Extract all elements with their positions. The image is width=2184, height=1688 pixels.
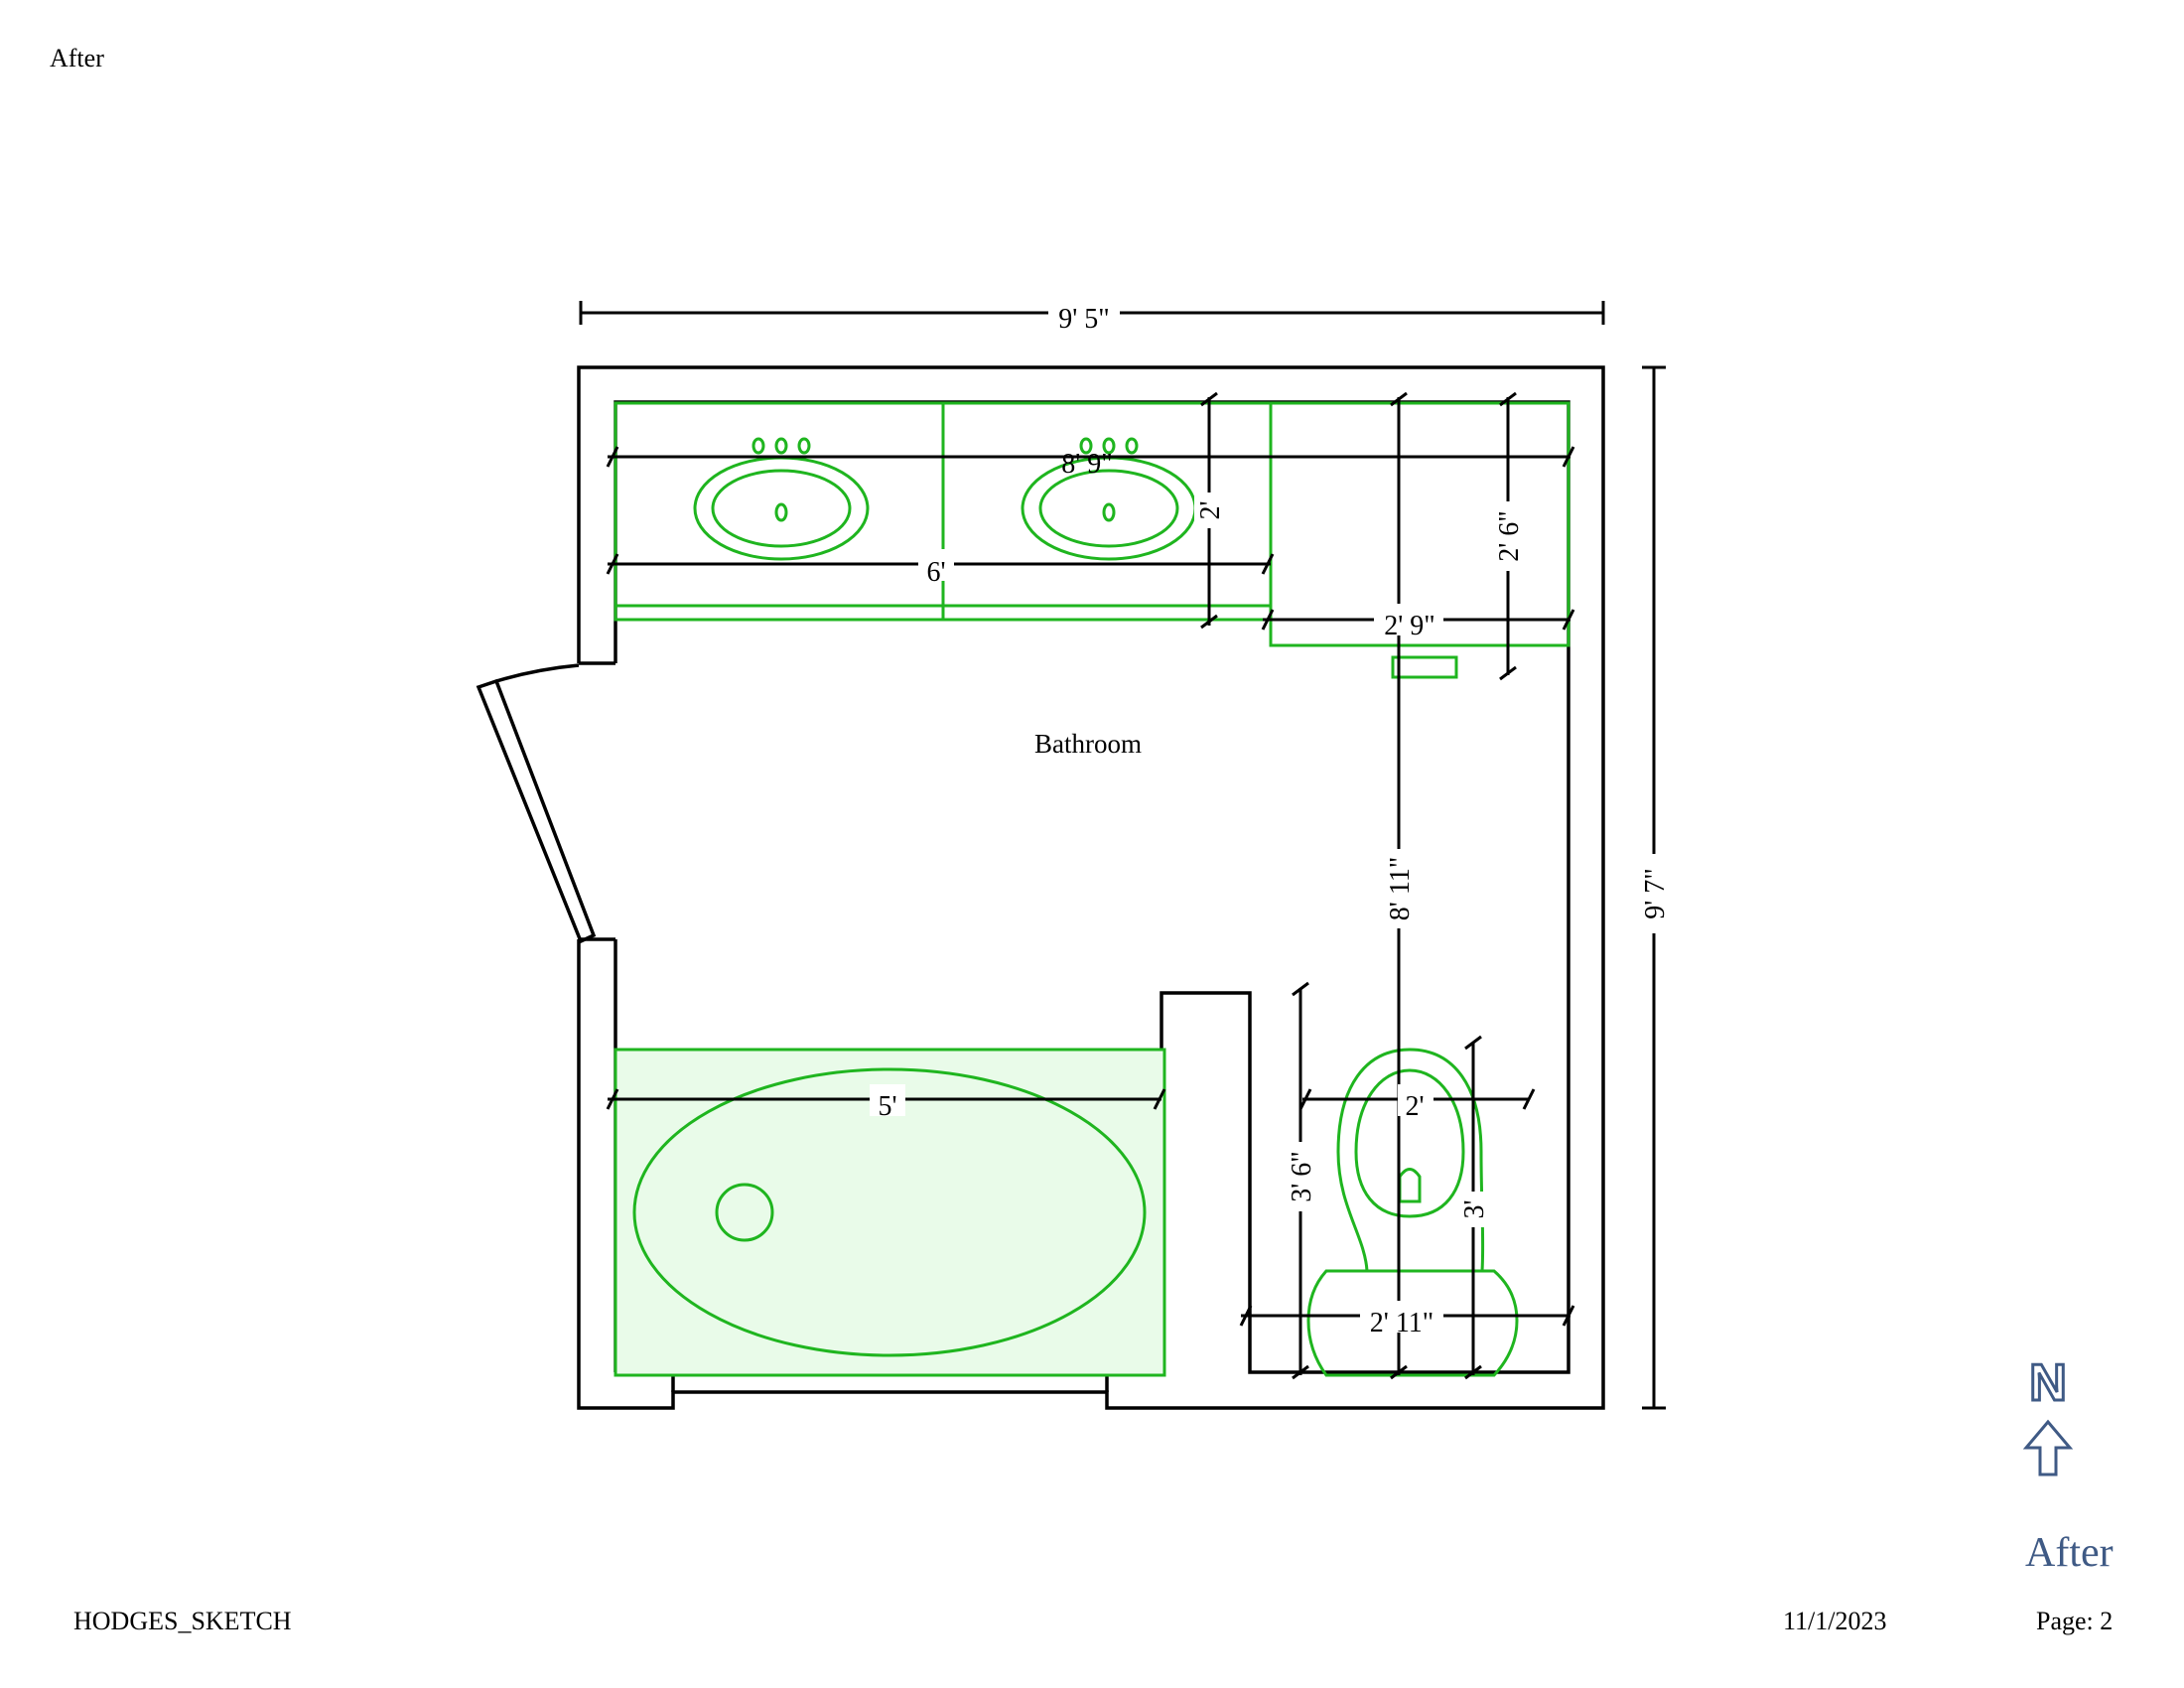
label-overall-height: 9' 7" [1640, 868, 1671, 918]
label-overall-width: 9' 5" [1058, 304, 1109, 335]
dim-tick [1292, 981, 1309, 997]
toilet-flush [1398, 1168, 1422, 1203]
label-toilet-width: 2' [1405, 1091, 1424, 1122]
sink-left-rim [693, 456, 870, 561]
sketch-name: HODGES_SKETCH [73, 1607, 292, 1635]
sink-right-faucet-2 [1102, 437, 1116, 455]
linen-cabinet [1269, 401, 1570, 647]
label-backing [1360, 1301, 1443, 1333]
dim-tick [1562, 1305, 1575, 1327]
dim-tick [1464, 1035, 1482, 1051]
sink-right-faucet-1 [1079, 437, 1093, 455]
dimension-labels: 9' 5" 9' 7" 8' 9" 6' 2' 2' 6" 2' 9" 8' 1… [870, 298, 1671, 1338]
toilet-bowl [1336, 1048, 1485, 1273]
wall-outer [577, 365, 1605, 1410]
dim-tick [1464, 1364, 1482, 1380]
sink-left-faucet-2 [774, 437, 788, 455]
dim-tick [1562, 609, 1575, 631]
north-compass: N [2022, 1353, 2074, 1477]
label-backing [1639, 854, 1671, 933]
label-toilet-alcove: 2' 11" [1370, 1308, 1433, 1338]
label-backing [870, 1084, 905, 1116]
dim-tick [1499, 391, 1517, 407]
label-toilet-run: 8' 11" [1385, 857, 1416, 920]
sink-right-faucet-3 [1125, 437, 1139, 455]
tub-basin [632, 1067, 1147, 1357]
label-vanity-length: 8' 9" [1061, 449, 1112, 480]
compass-letter: N [2029, 1354, 2067, 1412]
dim-tick [1261, 553, 1275, 575]
label-cabinet-depth: 2' 6" [1494, 510, 1525, 561]
tub-drain [715, 1183, 774, 1242]
label-vanity-depth: 2' [1195, 500, 1226, 519]
label-backing [1048, 298, 1120, 330]
label-backing [1398, 1084, 1433, 1116]
dim-tick [1522, 1088, 1536, 1110]
compass-label: After [2025, 1530, 2114, 1576]
cabinet-handle [1391, 655, 1458, 679]
vanity [614, 401, 1570, 679]
dim-tick [606, 553, 619, 575]
page-header-title: After [50, 44, 104, 72]
label-tub-length: 5' [878, 1091, 896, 1122]
dim-tick [606, 1088, 619, 1110]
door-swing [495, 663, 580, 683]
dim-tick [1292, 1364, 1309, 1380]
label-sinks-width: 6' [926, 557, 945, 588]
label-cabinet-width: 2' 9" [1384, 611, 1434, 641]
page-number: Page: 2 [2036, 1607, 2114, 1635]
dim-tick [1200, 614, 1218, 630]
toilet-seat [1354, 1068, 1465, 1218]
dim-tick [1562, 446, 1575, 468]
dim-tick [1390, 1364, 1408, 1380]
label-backing [1384, 849, 1414, 928]
label-backing [1286, 1142, 1315, 1211]
sink-left-faucet-3 [797, 437, 811, 455]
door-leaf [476, 678, 597, 944]
north-arrow-icon [2022, 1419, 2074, 1477]
label-backing [1374, 604, 1443, 635]
dim-tick [1261, 609, 1275, 631]
sink-left-faucet-1 [751, 437, 765, 455]
dim-tick [1200, 391, 1218, 407]
sink-left-bowl [711, 469, 852, 548]
sink-right-bowl [1038, 469, 1179, 548]
dim-tick [1298, 1088, 1312, 1110]
label-backing [918, 549, 954, 581]
room-name: Bathroom [1034, 729, 1142, 759]
label-backing [1493, 501, 1523, 571]
dim-tick [1390, 391, 1408, 407]
label-toilet-height: 3' [1459, 1199, 1490, 1218]
sink-left-drain [774, 502, 788, 522]
label-toilet-depth: 3' 6" [1287, 1151, 1317, 1201]
dim-tick [606, 446, 619, 468]
sink-right-drain [1102, 502, 1116, 522]
label-backing [1458, 1192, 1488, 1227]
toilet-tank [1306, 1269, 1519, 1377]
dim-tick [1239, 1305, 1253, 1327]
door [476, 663, 597, 944]
dim-tick [1499, 665, 1517, 681]
label-backing [1194, 492, 1224, 528]
sketch-date: 11/1/2023 [1783, 1607, 1887, 1635]
dim-tick [1153, 1088, 1166, 1110]
